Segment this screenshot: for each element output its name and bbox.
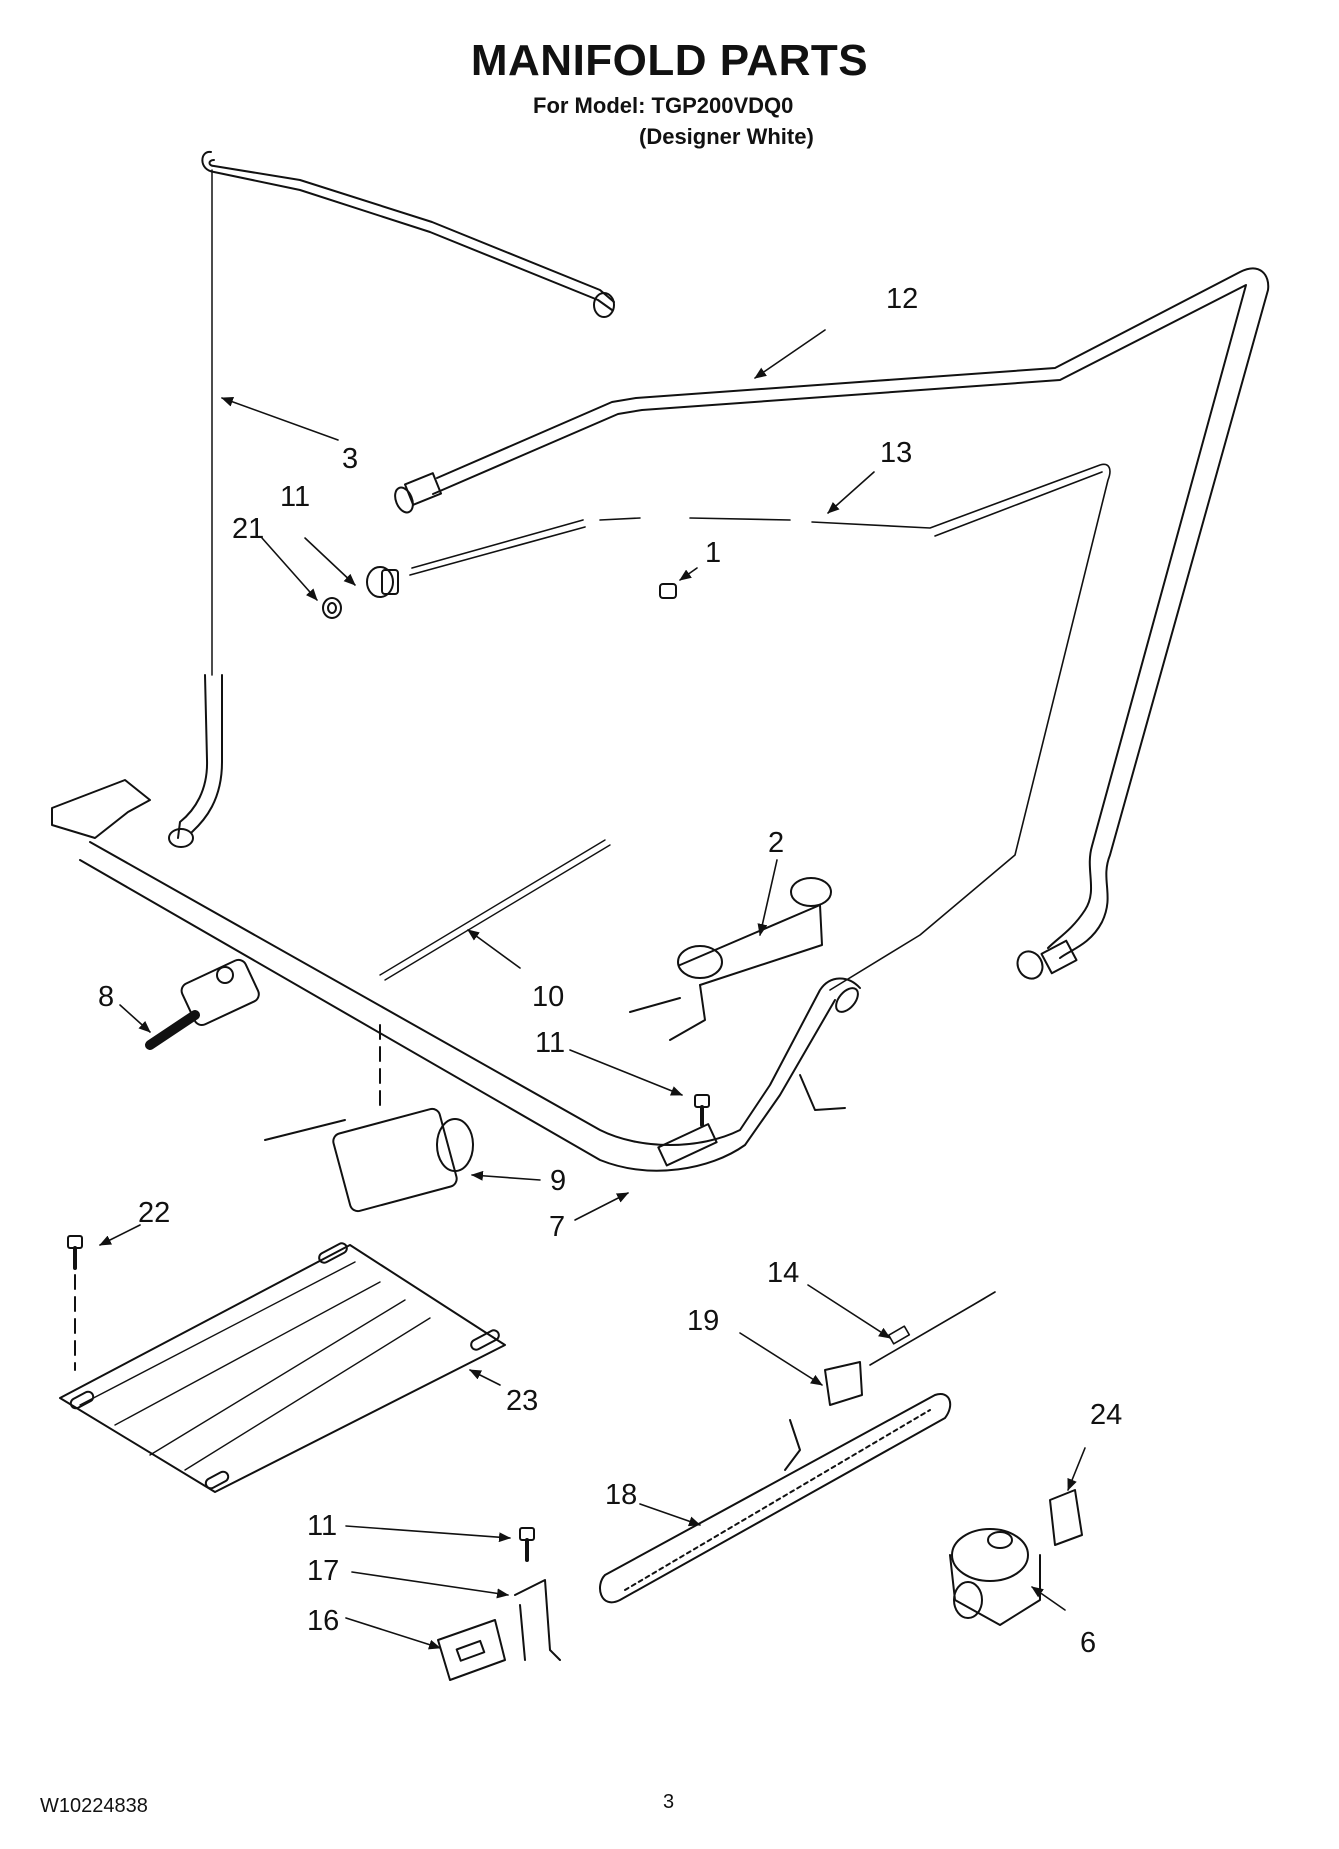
callout-23: 23 bbox=[506, 1385, 538, 1417]
part-9-regulator bbox=[264, 1024, 474, 1213]
part-3-tube bbox=[168, 150, 615, 848]
callout-11-upper: 11 bbox=[535, 1027, 565, 1059]
page-number: 3 bbox=[663, 1791, 675, 1813]
part-16-clip bbox=[437, 1619, 506, 1681]
part-22-screw bbox=[67, 1235, 83, 1371]
part-2-valve-assembly bbox=[629, 877, 832, 1041]
leader-24 bbox=[1067, 1447, 1086, 1491]
leader-22 bbox=[99, 1224, 141, 1246]
leader-7 bbox=[574, 1192, 629, 1221]
leader-21 bbox=[261, 537, 318, 601]
callout-19: 19 bbox=[687, 1305, 719, 1337]
part-11-screw-upper bbox=[694, 1094, 710, 1127]
leader-13 bbox=[754, 329, 826, 379]
callout-17: 17 bbox=[307, 1555, 339, 1587]
leader-15 bbox=[827, 471, 875, 514]
part-15-tube bbox=[409, 463, 1111, 991]
callout-15: 13 bbox=[880, 437, 912, 469]
leader-12 bbox=[304, 537, 356, 586]
part-1-small-fitting bbox=[659, 583, 677, 599]
leader-11-lower bbox=[345, 1525, 511, 1543]
leader-10 bbox=[467, 929, 521, 969]
callout-6: 6 bbox=[1080, 1627, 1096, 1659]
part-6-valve bbox=[949, 1528, 1041, 1626]
callout-7: 7 bbox=[549, 1211, 565, 1243]
part-18-burner-tube bbox=[599, 1393, 952, 1604]
part-12-fitting bbox=[366, 566, 399, 598]
part-14-probe bbox=[869, 1291, 996, 1366]
leader-18 bbox=[639, 1503, 701, 1527]
callout-2: 2 bbox=[768, 827, 784, 859]
leader-3 bbox=[221, 397, 339, 441]
part-11-screw-lower bbox=[519, 1527, 535, 1562]
leader-23 bbox=[469, 1369, 501, 1386]
callout-13: 12 bbox=[886, 283, 918, 315]
color-line: (Designer White) bbox=[639, 124, 814, 149]
callout-8: 8 bbox=[98, 981, 114, 1013]
callout-14: 14 bbox=[767, 1257, 799, 1289]
leader-14 bbox=[807, 1284, 891, 1339]
leader-11-upper bbox=[569, 1049, 683, 1096]
callout-3: 3 bbox=[342, 443, 358, 475]
callout-24: 24 bbox=[1090, 1399, 1122, 1431]
callout-18: 18 bbox=[605, 1479, 637, 1511]
leader-2 bbox=[757, 859, 778, 936]
leader-19 bbox=[739, 1332, 823, 1386]
callout-16: 16 bbox=[307, 1605, 339, 1637]
leader-8 bbox=[119, 1004, 151, 1033]
leader-9 bbox=[471, 1170, 541, 1181]
part-21-nut bbox=[322, 597, 342, 619]
part-7-manifold-pipe bbox=[51, 779, 861, 1172]
part-19-bracket bbox=[824, 1361, 863, 1406]
leader-16 bbox=[345, 1617, 441, 1650]
part-23-shield-plate bbox=[59, 1242, 506, 1493]
leader-6 bbox=[1031, 1586, 1066, 1611]
part-13-tube bbox=[394, 267, 1270, 980]
document-number: W10224838 bbox=[40, 1795, 148, 1817]
callout-12: 11 bbox=[280, 481, 310, 513]
callout-1: 1 bbox=[705, 537, 721, 569]
part-24-clip bbox=[1049, 1489, 1083, 1546]
part-10-rod bbox=[379, 839, 611, 981]
callout-9: 9 bbox=[550, 1165, 566, 1197]
leader-1 bbox=[679, 567, 698, 581]
model-line: For Model: TGP200VDQ0 bbox=[533, 93, 794, 118]
callout-10: 10 bbox=[532, 981, 564, 1013]
callout-21: 21 bbox=[232, 513, 264, 545]
page-title: MANIFOLD PARTS bbox=[470, 36, 869, 85]
leader-17 bbox=[351, 1571, 509, 1599]
part-17-bracket bbox=[514, 1579, 561, 1661]
callout-11-lower: 11 bbox=[307, 1510, 337, 1542]
callout-22: 22 bbox=[138, 1197, 170, 1229]
part-8-valve bbox=[145, 958, 260, 1050]
